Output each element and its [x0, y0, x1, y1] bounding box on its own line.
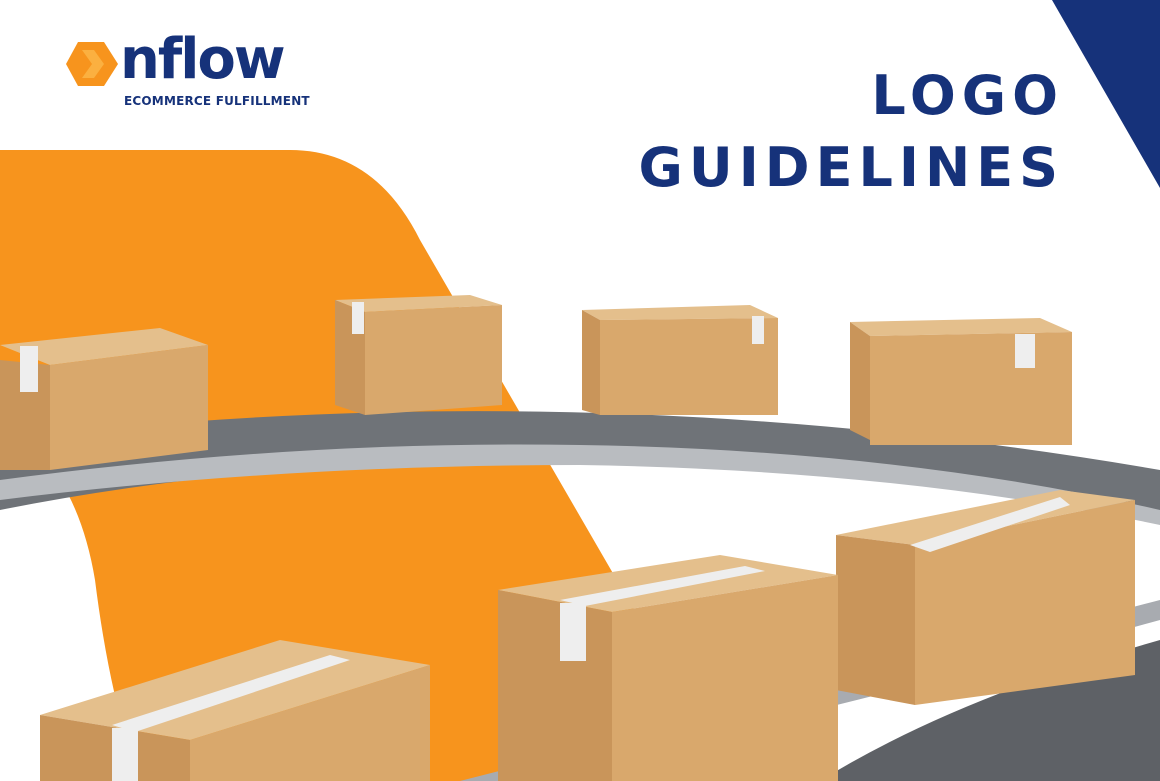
- logo-tagline: ECOMMERCE FULFILLMENT: [124, 94, 310, 108]
- box: [850, 318, 1072, 445]
- box: [40, 640, 430, 781]
- boxes: [0, 295, 1135, 781]
- box: [582, 305, 778, 415]
- navy-corner-triangle: [1052, 0, 1160, 188]
- box: [498, 555, 838, 781]
- logo-wordmark: nflow: [120, 27, 286, 92]
- title-line-1: LOGO: [871, 64, 1064, 127]
- hexagon-chevron-icon: [66, 42, 118, 86]
- box: [836, 490, 1135, 705]
- page-title: LOGO GUIDELINES: [639, 60, 1064, 204]
- title-line-2: GUIDELINES: [638, 136, 1064, 199]
- box: [0, 328, 208, 470]
- box: [335, 295, 502, 415]
